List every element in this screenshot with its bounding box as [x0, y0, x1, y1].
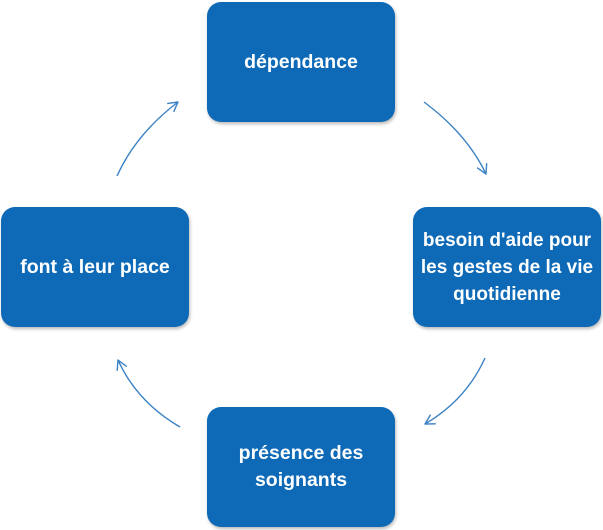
node-font-a-leur-place: font à leur place: [1, 207, 189, 327]
node-besoin-aide-label: besoin d'aide pour les gestes de la vie …: [420, 229, 594, 305]
node-dependance-label: dépendance: [244, 50, 358, 73]
arrow-top-to-right: [423, 101, 488, 175]
node-presence-soignants: présence des soignants: [207, 407, 395, 527]
arrow-left-to-top: [116, 101, 179, 177]
node-font-a-leur-place-label: font à leur place: [20, 255, 170, 278]
arrow-right-to-bottom: [424, 357, 486, 425]
arrow-bottom-to-left: [116, 359, 181, 428]
node-dependance: dépendance: [207, 2, 395, 122]
node-besoin-aide: besoin d'aide pour les gestes de la vie …: [413, 207, 601, 327]
node-presence-soignants-label: présence des soignants: [238, 442, 364, 491]
